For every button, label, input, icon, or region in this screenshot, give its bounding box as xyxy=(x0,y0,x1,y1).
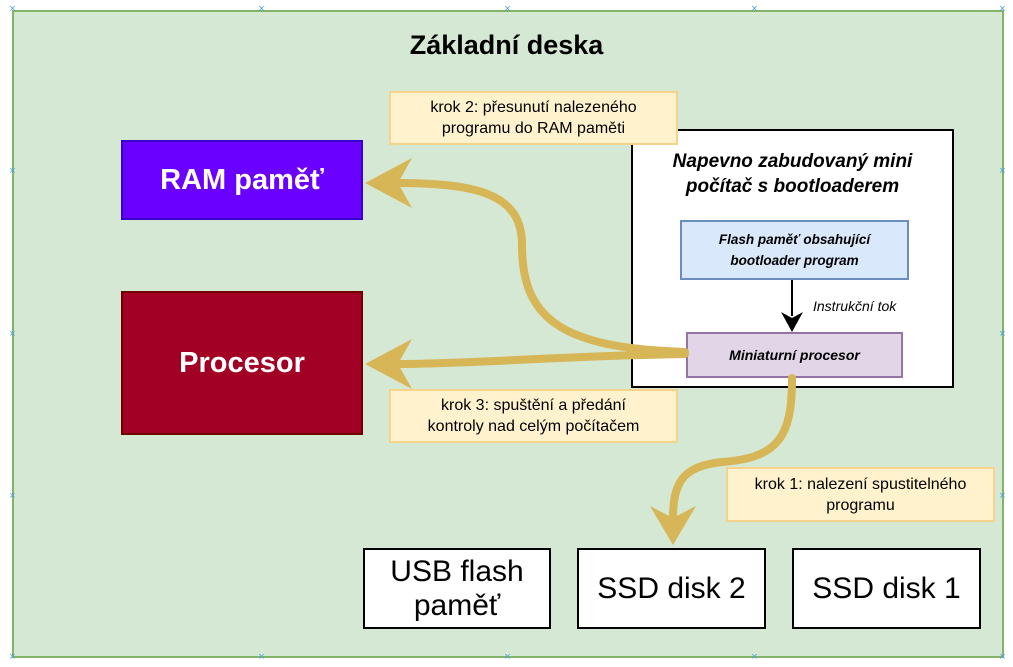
step2-line1: krok 2: přesunutí nalezeného xyxy=(430,99,637,116)
ssd1-label: SSD disk 1 xyxy=(812,571,961,605)
handle-marker: × xyxy=(258,651,265,663)
instruction-flow-arrowhead xyxy=(781,312,803,332)
step1-arrowhead xyxy=(650,506,696,545)
instruction-flow-label: Instrukční tok xyxy=(813,298,897,314)
ssd-disk-1-block[interactable]: SSD disk 1 xyxy=(792,548,981,629)
step2-arrowhead xyxy=(365,158,412,208)
ram-block[interactable]: RAM paměť xyxy=(121,140,363,220)
handle-marker: × xyxy=(9,490,16,502)
usb-flash-block[interactable]: USB flash paměť xyxy=(363,548,551,629)
handle-marker: × xyxy=(999,3,1006,15)
handle-marker: × xyxy=(999,165,1006,177)
step3-line2: kontroly nad celým počítačem xyxy=(427,418,640,435)
handle-marker: × xyxy=(258,3,265,15)
embedded-computer-title: Napevno zabudovaný mini počítač s bootlo… xyxy=(633,149,952,199)
ssd-disk-2-block[interactable]: SSD disk 2 xyxy=(577,548,766,629)
step3-arrowhead xyxy=(365,339,412,389)
usb-line2: paměť xyxy=(413,588,501,622)
flash-memory-block[interactable]: Flash paměť obsahující bootloader progra… xyxy=(680,220,909,280)
handle-marker: × xyxy=(9,651,16,663)
step3-arrow[interactable] xyxy=(391,350,689,368)
mini-processor-label: Miniaturní procesor xyxy=(729,347,860,363)
ssd2-label: SSD disk 2 xyxy=(597,571,746,605)
step2-arrow[interactable] xyxy=(391,179,689,356)
step2-note: krok 2: přesunutí nalezeného programu do… xyxy=(389,91,678,145)
ram-label: RAM paměť xyxy=(160,163,324,196)
flash-line1: Flash paměť obsahující xyxy=(718,232,871,247)
handle-marker: × xyxy=(751,651,758,663)
handle-marker: × xyxy=(9,328,16,340)
usb-line1: USB flash xyxy=(390,554,524,588)
handle-marker: × xyxy=(999,651,1006,663)
processor-block[interactable]: Procesor xyxy=(121,291,363,435)
step1-line2: programu xyxy=(826,496,895,514)
handle-marker: × xyxy=(751,3,758,15)
embedded-computer-box[interactable]: Napevno zabudovaný mini počítač s bootlo… xyxy=(631,129,954,388)
handle-marker: × xyxy=(9,3,16,15)
step1-line1: krok 1: nalezení spustitelného xyxy=(754,475,967,493)
mini-processor-block[interactable]: Miniaturní procesor xyxy=(686,332,903,378)
handle-marker: × xyxy=(999,328,1006,340)
handle-marker: × xyxy=(504,651,511,663)
processor-label: Procesor xyxy=(179,346,305,379)
step1-note: krok 1: nalezení spustitelného programu xyxy=(726,467,995,522)
diagram-title: Základní deska xyxy=(409,30,604,60)
handle-marker: × xyxy=(9,165,16,177)
step2-line2: programu do RAM paměti xyxy=(441,120,626,137)
handle-marker: × xyxy=(999,490,1006,502)
handle-marker: × xyxy=(504,3,511,15)
flash-line2: bootloader program xyxy=(730,253,859,268)
step1-arrow[interactable] xyxy=(669,374,796,522)
embedded-title-line2: počítač s bootloaderem xyxy=(685,176,900,197)
step3-note: krok 3: spuštění a předání kontroly nad … xyxy=(389,389,678,443)
step3-line1: krok 3: spuštění a předání xyxy=(441,397,626,414)
embedded-title-line1: Napevno zabudovaný mini xyxy=(672,151,913,172)
